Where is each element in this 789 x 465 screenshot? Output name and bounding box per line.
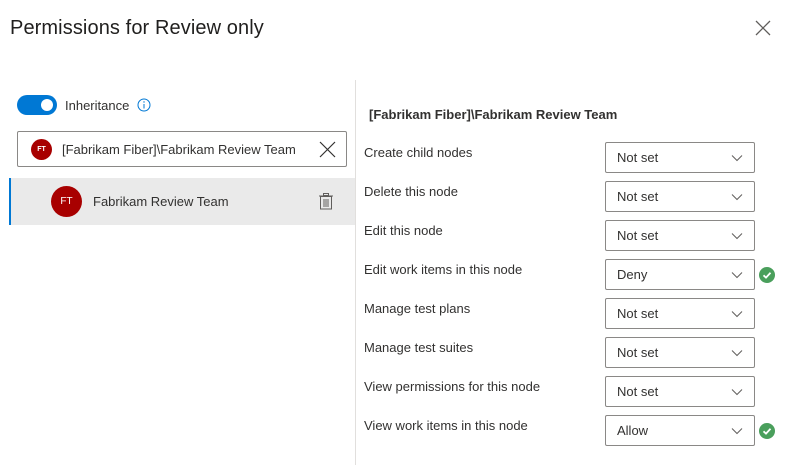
permission-label: View permissions for this node xyxy=(364,379,541,394)
permission-dropdown[interactable]: Not set xyxy=(605,376,755,407)
permissions-panel: [Fabrikam Fiber]\Fabrikam Review Team Cr… xyxy=(356,80,789,465)
permission-label: View work items in this node xyxy=(364,418,528,433)
selected-group-heading: [Fabrikam Fiber]\Fabrikam Review Team xyxy=(369,107,618,122)
permission-label: Manage test suites xyxy=(364,340,474,355)
permission-value: Deny xyxy=(617,267,648,282)
avatar: FT xyxy=(31,138,52,160)
inheritance-toggle[interactable] xyxy=(17,95,57,115)
chevron-down-icon xyxy=(731,272,743,279)
permission-dropdown[interactable]: Allow xyxy=(605,415,755,446)
remove-member-button[interactable] xyxy=(318,193,334,210)
permission-dropdown[interactable]: Deny xyxy=(605,259,755,290)
chevron-down-icon xyxy=(731,311,743,318)
toggle-knob xyxy=(41,99,53,111)
permission-label: Manage test plans xyxy=(364,301,471,316)
permission-row: Manage test plans Not set xyxy=(356,298,789,330)
clear-identity-icon[interactable] xyxy=(319,141,336,158)
inheritance-row: Inheritance xyxy=(17,95,151,115)
close-icon xyxy=(755,20,771,36)
check-circle-icon xyxy=(759,423,775,439)
permission-value: Not set xyxy=(617,306,659,321)
permission-row: Edit this node Not set xyxy=(356,220,789,252)
avatar: FT xyxy=(51,186,82,217)
permission-dropdown[interactable]: Not set xyxy=(605,220,755,251)
permission-dropdown[interactable]: Not set xyxy=(605,181,755,212)
permission-dropdown[interactable]: Not set xyxy=(605,337,755,368)
permission-row: View work items in this node Allow xyxy=(356,415,789,447)
permission-value: Not set xyxy=(617,384,659,399)
identity-panel: Inheritance FT [Fabrikam Fiber]\Fabrikam… xyxy=(0,80,355,465)
chevron-down-icon xyxy=(731,389,743,396)
permission-row: View permissions for this node Not set xyxy=(356,376,789,408)
permission-value: Not set xyxy=(617,345,659,360)
permission-label: Create child nodes xyxy=(364,145,473,160)
member-list-item[interactable]: FT Fabrikam Review Team xyxy=(9,178,355,225)
permission-value: Not set xyxy=(617,150,659,165)
permission-value: Not set xyxy=(617,189,659,204)
permission-label: Edit work items in this node xyxy=(364,262,523,277)
permission-value: Allow xyxy=(617,423,649,438)
member-name: Fabrikam Review Team xyxy=(93,194,229,209)
permission-row: Edit work items in this node Deny xyxy=(356,259,789,291)
chevron-down-icon xyxy=(731,194,743,201)
permission-row: Manage test suites Not set xyxy=(356,337,789,369)
permission-dropdown[interactable]: Not set xyxy=(605,298,755,329)
chevron-down-icon xyxy=(731,428,743,435)
trash-icon xyxy=(319,193,333,210)
permission-label: Delete this node xyxy=(364,184,458,199)
permission-row: Create child nodes Not set xyxy=(356,142,789,174)
close-button[interactable] xyxy=(752,17,774,39)
permission-value: Not set xyxy=(617,228,659,243)
identity-picker[interactable]: FT [Fabrikam Fiber]\Fabrikam Review Team xyxy=(17,131,347,167)
identity-value: [Fabrikam Fiber]\Fabrikam Review Team xyxy=(62,141,296,157)
info-icon[interactable] xyxy=(137,98,151,112)
dialog-title: Permissions for Review only xyxy=(10,17,264,39)
inheritance-label: Inheritance xyxy=(65,97,130,113)
chevron-down-icon xyxy=(731,350,743,357)
permission-row: Delete this node Not set xyxy=(356,181,789,213)
check-circle-icon xyxy=(759,267,775,283)
chevron-down-icon xyxy=(731,233,743,240)
panel-divider xyxy=(355,80,356,465)
permission-dropdown[interactable]: Not set xyxy=(605,142,755,173)
chevron-down-icon xyxy=(731,155,743,162)
permission-label: Edit this node xyxy=(364,223,443,238)
